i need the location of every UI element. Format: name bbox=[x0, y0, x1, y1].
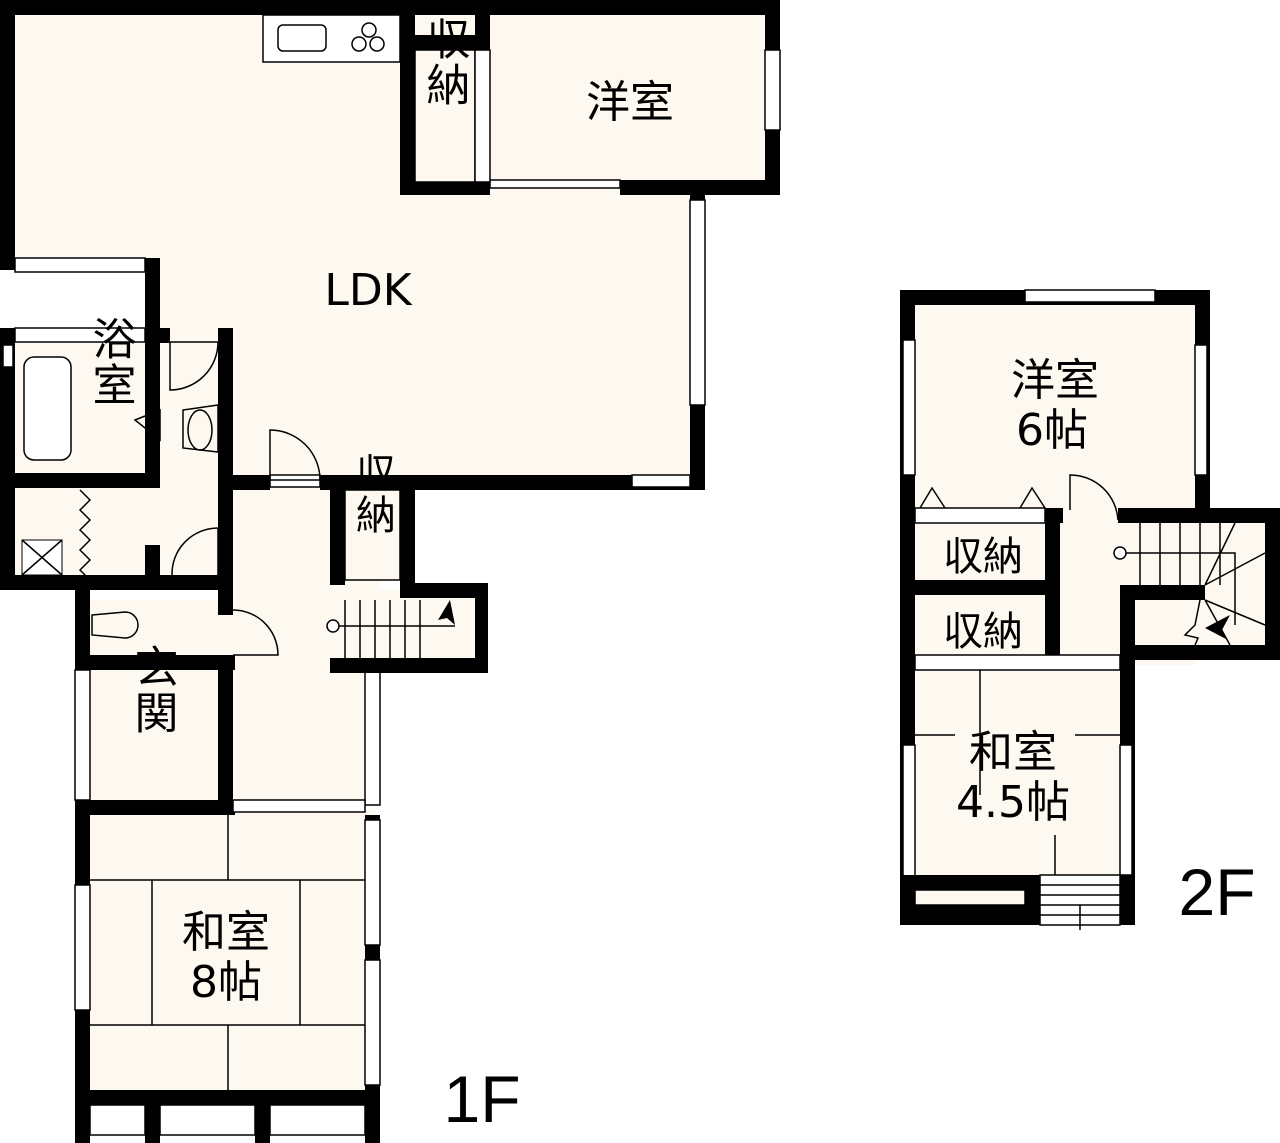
door-swing[interactable] bbox=[269, 429, 321, 481]
room-label-storage: 収納 bbox=[349, 452, 395, 536]
balcony-steps bbox=[1039, 874, 1121, 930]
sink-icon bbox=[277, 24, 327, 52]
curtain-icon bbox=[78, 489, 92, 579]
room-label-storage: 収納 bbox=[943, 609, 1023, 655]
window bbox=[764, 49, 781, 131]
closet-door-icon[interactable] bbox=[919, 486, 1046, 509]
room-size-japanese: 8帖 bbox=[190, 957, 262, 1008]
room-size-japanese: 4.5帖 bbox=[956, 777, 1070, 828]
window bbox=[689, 199, 706, 406]
door-swing[interactable] bbox=[232, 609, 279, 656]
tatami-lines bbox=[90, 815, 365, 1090]
tatami-lines bbox=[915, 670, 1120, 875]
room-label-western: 洋室 bbox=[586, 77, 674, 128]
toilet-icon bbox=[91, 611, 139, 639]
floor-label-2f: 2F bbox=[1178, 855, 1255, 929]
door-swing[interactable] bbox=[1069, 474, 1119, 521]
sliding-door[interactable] bbox=[489, 179, 621, 189]
outside-notch bbox=[0, 272, 145, 328]
room-label-storage: 収納 bbox=[419, 16, 470, 108]
stove-icon bbox=[351, 22, 385, 52]
room-label-japanese: 和室 bbox=[969, 727, 1057, 778]
floor-1f: LDK 洋室 収納 浴室 収納 玄関 和室 8帖 1F bbox=[0, 0, 781, 1143]
room-label-japanese: 和室 bbox=[182, 907, 270, 958]
door-icon[interactable] bbox=[133, 408, 161, 442]
floor-label-1f: 1F bbox=[443, 1062, 520, 1136]
window bbox=[631, 474, 691, 488]
room-size-western: 6帖 bbox=[1016, 405, 1088, 456]
bathtub-icon bbox=[23, 356, 72, 461]
entrance-floor bbox=[75, 600, 225, 805]
room-label-storage: 収納 bbox=[943, 534, 1023, 580]
stairs-floor bbox=[330, 590, 475, 665]
staircase-2f bbox=[1113, 522, 1266, 646]
room-label-entrance: 玄関 bbox=[127, 644, 178, 736]
door-swing[interactable] bbox=[169, 341, 219, 391]
room-label-western: 洋室 bbox=[1011, 355, 1099, 406]
floor-2f: 洋室 6帖 収納 収納 和室 4.5帖 2F bbox=[900, 289, 1280, 930]
staircase-1f bbox=[326, 600, 455, 658]
room-label-ldk: LDK bbox=[324, 265, 412, 316]
japanese-room-floor bbox=[85, 810, 375, 1130]
room-label-bath: 浴室 bbox=[85, 316, 136, 408]
door-opening[interactable] bbox=[269, 474, 321, 488]
door-swing[interactable] bbox=[171, 527, 219, 576]
